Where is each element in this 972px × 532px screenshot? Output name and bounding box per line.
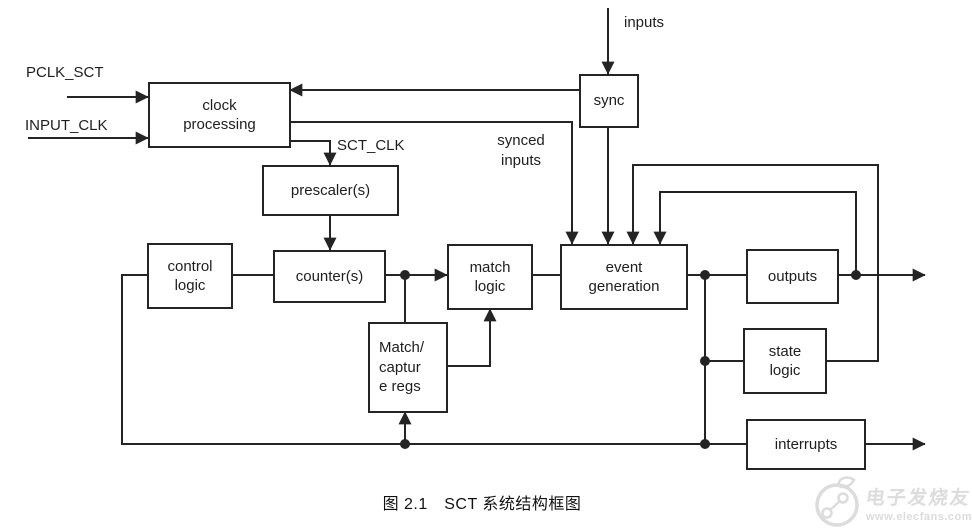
junction-dot xyxy=(700,356,710,366)
node-event-generation: event generation xyxy=(560,244,688,310)
node-control-logic: control logic xyxy=(147,243,233,309)
label-input-clk: INPUT_CLK xyxy=(25,117,108,134)
connector-feedback-to-control xyxy=(121,274,705,445)
label-inputs: inputs xyxy=(624,14,665,31)
figure-caption: 图 2.1 SCT 系统结构框图 xyxy=(382,496,582,513)
connector-outputs-feedback-to-event xyxy=(653,191,857,275)
node-clock-processing: clock processing xyxy=(148,82,291,148)
junction-dot xyxy=(400,439,410,449)
connector-matchcapture-to-match xyxy=(447,308,497,367)
watermark-url: www.elecfans.com xyxy=(866,511,972,523)
node-prescaler: prescaler(s) xyxy=(262,165,399,216)
label-sct-clk: SCT_CLK xyxy=(337,137,405,154)
junction-dot xyxy=(700,439,710,449)
connector-sctclk-to-prescaler xyxy=(290,140,337,166)
node-sync: sync xyxy=(579,74,639,128)
label-pclk-sct: PCLK_SCT xyxy=(26,64,104,81)
elecfans-logo-icon xyxy=(812,474,862,532)
node-outputs: outputs xyxy=(746,249,839,304)
watermark-brand: 电子发烧友 xyxy=(864,488,972,509)
node-match-logic: match logic xyxy=(447,244,533,310)
watermark: 电子发烧友 www.elecfans.com xyxy=(812,474,972,532)
connector-state-feedback-to-event xyxy=(626,164,879,362)
node-interrupts: interrupts xyxy=(746,419,866,470)
label-synced-inputs: synced inputs xyxy=(497,132,545,169)
junction-dot xyxy=(400,270,410,280)
junction-dot xyxy=(700,270,710,280)
node-match-capture-regs: Match/ captur e regs xyxy=(368,322,448,413)
connector-clock-syncedinputs-to-event xyxy=(290,121,579,245)
junction-dot xyxy=(851,270,861,280)
node-state-logic: state logic xyxy=(743,328,827,394)
node-counter: counter(s) xyxy=(273,250,386,303)
